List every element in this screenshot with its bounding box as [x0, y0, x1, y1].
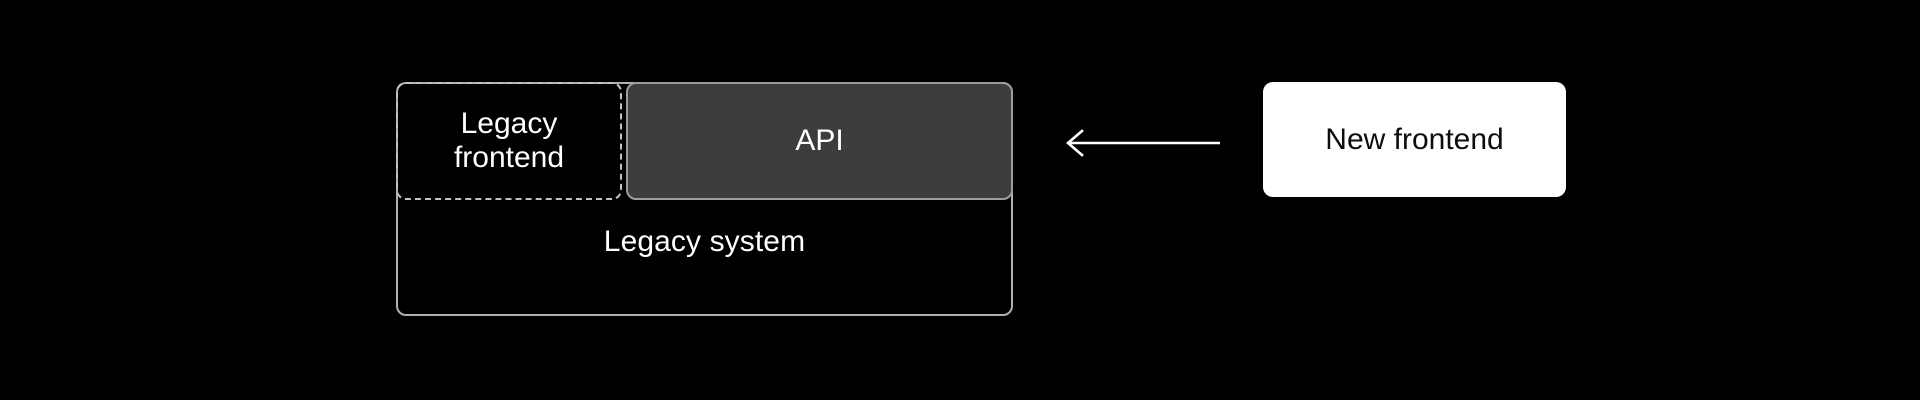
api-label: API — [795, 124, 844, 157]
new-frontend-box[interactable]: New frontend — [1263, 82, 1566, 197]
api-box[interactable]: API — [626, 82, 1013, 200]
legacy-frontend-label: Legacy frontend — [453, 107, 565, 174]
connector-arrow — [1060, 120, 1230, 166]
legacy-system-label: Legacy system — [603, 225, 806, 258]
new-frontend-label: New frontend — [1325, 122, 1504, 156]
legacy-frontend-box[interactable]: Legacy frontend — [396, 82, 622, 200]
arrow-left-icon — [1066, 129, 1220, 157]
